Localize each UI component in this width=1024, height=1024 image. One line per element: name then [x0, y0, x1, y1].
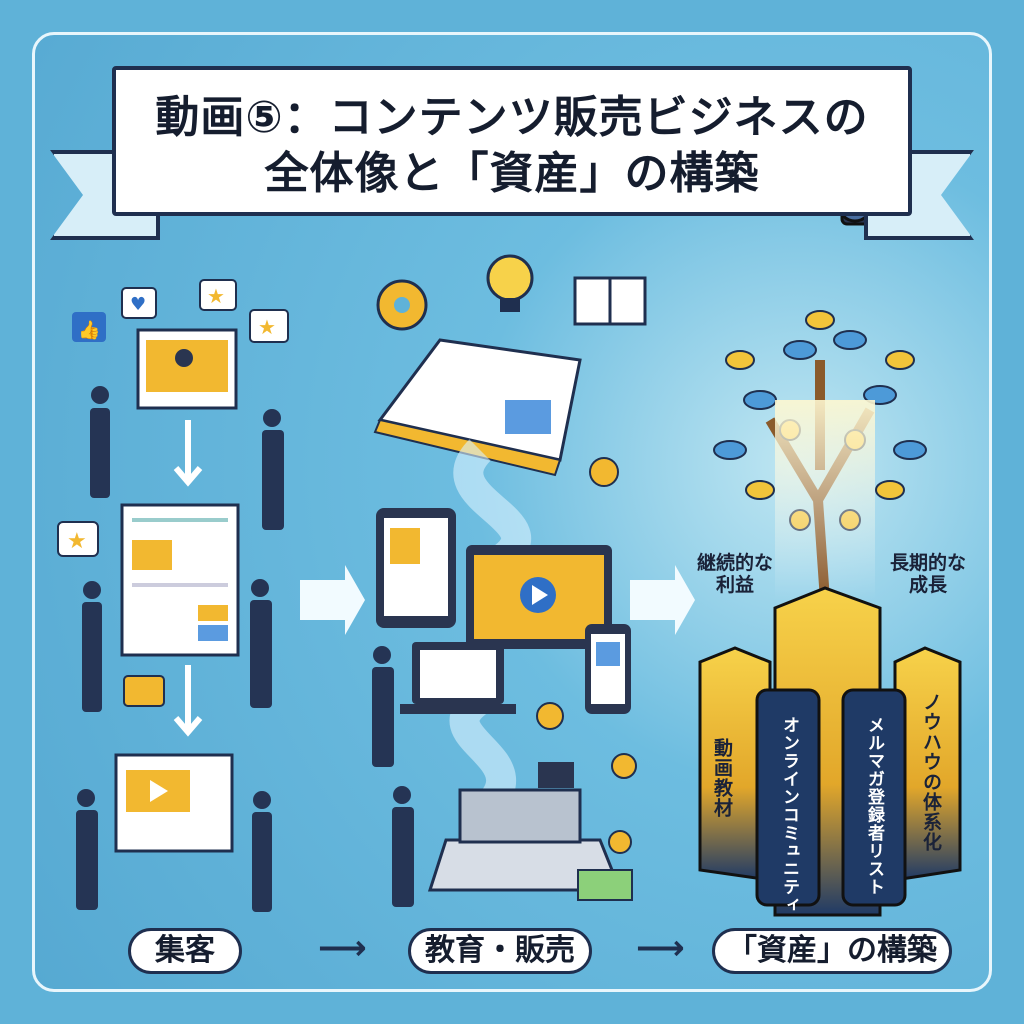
star-bubble-icon: ★ — [249, 309, 289, 343]
people-figures — [372, 646, 414, 907]
svg-text:★: ★ — [67, 529, 87, 554]
pillar-video-material: 動画教材 — [711, 738, 733, 818]
dollar-coin-icon — [536, 457, 637, 854]
title-line-2: 全体像と「資産」の構築 — [264, 148, 760, 199]
star-bubble-icon: ★ — [199, 279, 237, 311]
pillar-newsletter-list: メルマガ登録者リスト — [864, 716, 884, 896]
open-book-icon — [573, 276, 647, 326]
step-asset-building: 「資産」の構築 — [712, 928, 952, 974]
like-icon: 👍 — [72, 312, 106, 342]
callout-line: 成長 — [908, 574, 947, 596]
step-arrow: ⟶ — [318, 928, 367, 968]
star-bubble-icon: ★ — [57, 521, 99, 557]
cash-bills — [577, 869, 633, 901]
step-education-sales: 教育・販売 — [408, 928, 592, 974]
svg-text:★: ★ — [207, 284, 225, 308]
tablet-device — [376, 508, 456, 628]
step-acquisition: 集客 — [128, 928, 242, 974]
laptop-device — [400, 642, 516, 714]
pillar-online-community: オンラインコミュニティ — [779, 716, 799, 914]
big-arrow-right — [630, 565, 695, 635]
callout-line: 継続的な — [696, 552, 773, 574]
people-figures — [76, 386, 284, 912]
svg-text:👍: 👍 — [78, 319, 100, 341]
down-arrow — [173, 420, 203, 487]
step-arrow: ⟶ — [636, 928, 685, 968]
cash-register — [427, 762, 623, 892]
course-book — [373, 338, 582, 477]
pillar-knowhow-system: ノウハウの体系化 — [920, 692, 942, 852]
callout-line: 利益 — [715, 574, 754, 596]
title-line-1: 動画⑤：コンテンツ販売ビジネスの — [155, 92, 869, 143]
down-arrow — [173, 665, 203, 737]
title-banner: 動画⑤：コンテンツ販売ビジネスの 全体像と「資産」の構築 — [112, 66, 912, 216]
svg-text:★: ★ — [258, 315, 276, 339]
gear-icon — [376, 279, 428, 331]
big-arrow-right — [300, 565, 365, 635]
phone-device — [585, 624, 631, 714]
social-post-window — [136, 328, 238, 410]
pillars — [698, 586, 962, 917]
video-page-window — [114, 753, 234, 853]
callout-continuous-profit: 継続的な 利益 — [685, 552, 785, 596]
briefcase-icon — [123, 675, 165, 707]
heart-icon: ♥ — [121, 287, 157, 319]
callout-line: 長期的な — [889, 552, 966, 574]
svg-text:♥: ♥ — [130, 294, 146, 315]
callout-long-term-growth: 長期的な 成長 — [878, 552, 978, 596]
lightbulb-icon — [486, 254, 534, 312]
landing-page-window — [120, 503, 240, 657]
monitor-device — [466, 545, 612, 649]
